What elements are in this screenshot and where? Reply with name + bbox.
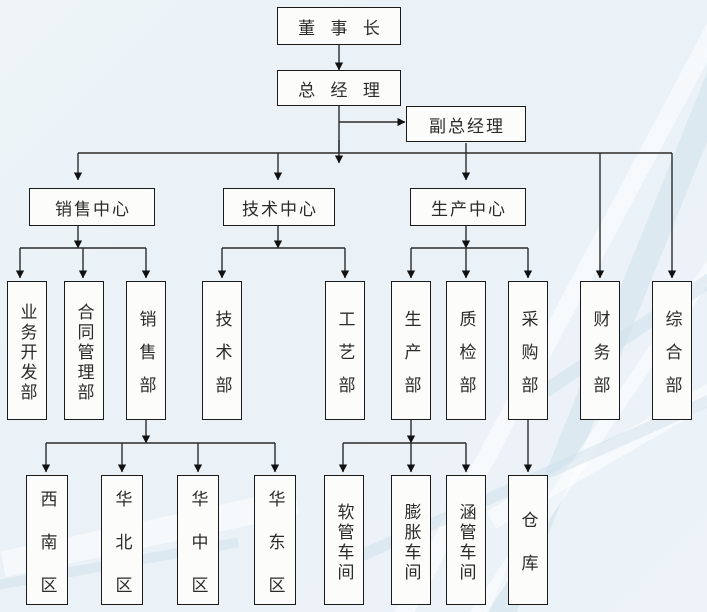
node-quality-dept[interactable]: 质检部 (446, 281, 486, 420)
node-general-affairs-dept[interactable]: 综合部 (652, 281, 692, 420)
node-production-dept[interactable]: 生产部 (391, 281, 431, 420)
node-workshop-expansion[interactable]: 膨胀车间 (391, 475, 431, 605)
node-tech-dept[interactable]: 技术部 (202, 281, 242, 420)
node-chairman[interactable]: 董 事 长 (277, 7, 401, 45)
node-finance-dept[interactable]: 财务部 (580, 281, 620, 420)
node-production-center[interactable]: 生产中心 (410, 188, 526, 226)
node-deputy-general-manager[interactable]: 副总经理 (406, 106, 526, 142)
node-contract-mgmt-dept[interactable]: 合同管理部 (64, 281, 104, 420)
node-warehouse[interactable]: 仓库 (508, 475, 548, 605)
node-workshop-hose[interactable]: 软管车间 (324, 475, 364, 605)
node-region-southwest[interactable]: 西南区 (26, 475, 68, 612)
node-sales-dept[interactable]: 销售部 (126, 281, 166, 420)
node-tech-center[interactable]: 技术中心 (223, 188, 335, 226)
node-region-north[interactable]: 华北区 (101, 475, 143, 612)
node-sales-center[interactable]: 销售中心 (29, 188, 155, 226)
node-region-east[interactable]: 华东区 (254, 475, 296, 612)
node-purchase-dept[interactable]: 采购部 (508, 281, 548, 420)
node-workshop-culvert[interactable]: 涵管车间 (446, 475, 486, 605)
node-region-central[interactable]: 华中区 (177, 475, 219, 612)
node-general-manager[interactable]: 总 经 理 (277, 70, 401, 106)
node-craft-dept[interactable]: 工艺部 (325, 281, 365, 420)
node-business-dev-dept[interactable]: 业务开发部 (7, 281, 47, 420)
